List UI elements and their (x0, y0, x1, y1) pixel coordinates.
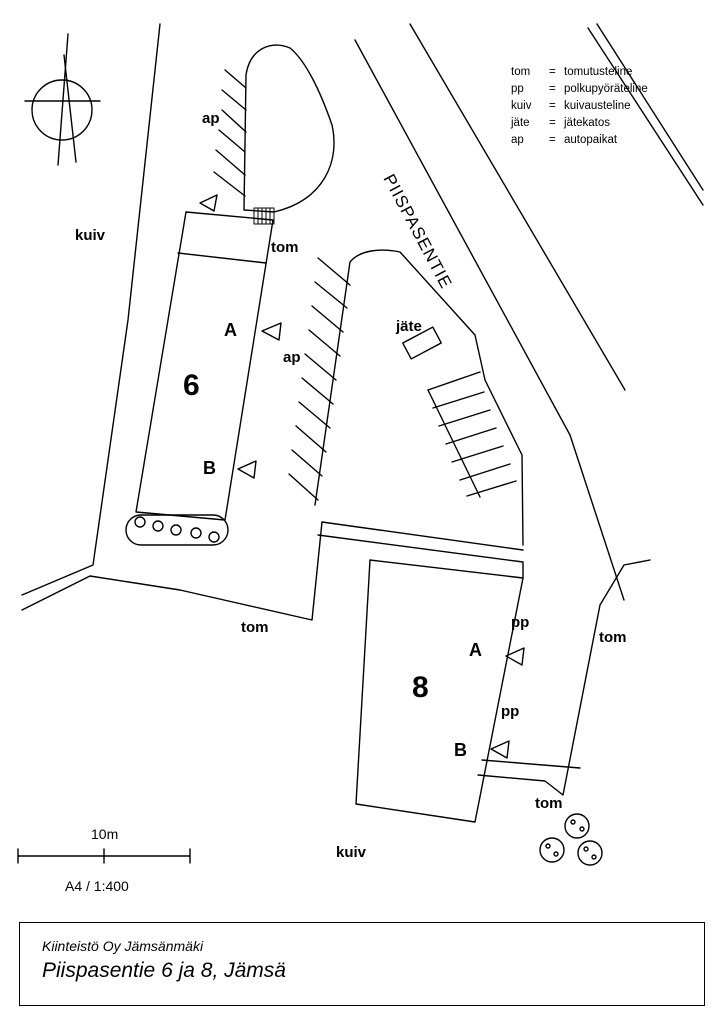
scale-paper: A4 / 1:400 (65, 878, 129, 894)
building-6-number: 6 (183, 369, 200, 402)
legend-eq: = (549, 134, 556, 146)
building-6-entrance-a: A (224, 320, 237, 340)
label-ap: ap (202, 110, 220, 127)
legend-eq: = (549, 117, 556, 129)
street-name: PIISPASENTIE (379, 171, 455, 292)
scale-distance: 10m (91, 826, 118, 842)
site-edge-right (481, 759, 581, 769)
tree-cluster-icon (539, 813, 603, 866)
legend-eq: = (549, 66, 556, 78)
legend-abbr: tom (511, 66, 530, 78)
entrance-triangle-icon (490, 740, 510, 759)
legend-abbr: ap (511, 134, 524, 146)
label-tom: tom (271, 239, 299, 256)
road-edge (587, 27, 704, 206)
legend-eq: = (549, 83, 556, 95)
company-name: Kiinteistö Oy Jämsänmäki (42, 938, 204, 954)
building-8-outline (355, 559, 524, 823)
title-box: Kiinteistö Oy Jämsänmäki Piispasentie 6 … (19, 922, 705, 1006)
building-8-entrance-a: A (469, 640, 482, 660)
legend-desc: polkupyöräteline (564, 83, 648, 95)
label-ap: ap (283, 349, 301, 366)
legend: tom = tomutusteline pp = polkupyörätelin… (510, 66, 648, 146)
label-tom: tom (535, 795, 563, 812)
road-edge (354, 39, 625, 601)
building-8-number: 8 (412, 671, 429, 704)
entrance-triangle-icon (505, 647, 525, 666)
site-address: Piispasentie 6 ja 8, Jämsä (42, 959, 286, 982)
north-arrow-icon (24, 33, 101, 166)
parking-stalls-road (427, 371, 517, 498)
legend-abbr: kuiv (511, 100, 532, 112)
shrub-row-icon (125, 514, 229, 546)
parking-stalls-top (213, 69, 247, 197)
entrance-triangle-icon (261, 322, 282, 341)
legend-desc: tomutusteline (564, 66, 632, 78)
parking-stalls-middle (288, 257, 351, 501)
label-kuiv: kuiv (75, 227, 106, 244)
legend-desc: kuivausteline (564, 100, 630, 112)
legend-abbr: pp (511, 83, 524, 95)
site-path-center (317, 534, 524, 579)
road-edge (596, 23, 704, 191)
site-boundary-left (21, 23, 161, 596)
parking-area-top (243, 44, 335, 213)
building-6-annex-line (177, 252, 267, 264)
parking-island (314, 249, 524, 546)
label-jate: jäte (395, 318, 422, 335)
entrance-triangle-icon (237, 460, 257, 479)
label-pp: pp (511, 614, 529, 631)
label-tom: tom (241, 619, 269, 636)
site-path-right (477, 559, 651, 796)
label-kuiv: kuiv (336, 844, 367, 861)
site-path-left (21, 521, 524, 621)
legend-abbr: jäte (510, 117, 530, 129)
waste-shelter-icon (402, 326, 442, 360)
legend-eq: = (549, 100, 556, 112)
label-tom: tom (599, 629, 627, 646)
entrance-triangle-icon (199, 194, 218, 212)
building-6-ramp (253, 207, 275, 225)
label-pp: pp (501, 703, 519, 720)
building-8-entrance-b: B (454, 740, 467, 760)
building-6-entrance-b: B (203, 458, 216, 478)
legend-desc: autopaikat (564, 134, 618, 146)
scale-bar (17, 848, 191, 864)
legend-desc: jätekatos (563, 117, 610, 129)
road-edge (409, 23, 626, 391)
